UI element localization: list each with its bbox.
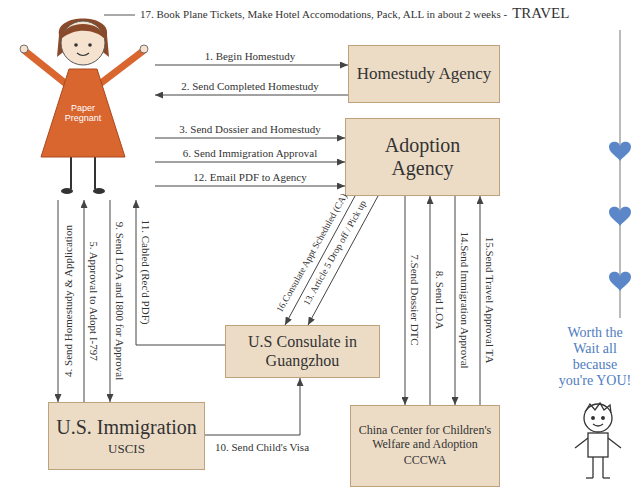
flow-arrow	[136, 200, 225, 345]
consulate-box: U.S Consulate in Guangzhou	[225, 325, 380, 378]
step-label: 7.Send Dossier DTC	[409, 254, 421, 345]
box-title: Adoption Agency	[352, 134, 493, 180]
step-label: 9. Send LOA and I800 for Approval	[114, 222, 126, 381]
box-title: Homestudy Agency	[357, 64, 492, 84]
travel-note: 17. Book Plane Tickets, Make Hotel Accom…	[140, 5, 569, 22]
paper-pregnant-figure: Paper Pregnant	[15, 5, 155, 200]
flow-arrow	[430, 196, 431, 405]
immigration-box: U.S. ImmigrationUSCIS	[48, 402, 205, 470]
step-label: 4. Send Homestudy & Application	[62, 225, 74, 377]
step-label: 15.Send Travel Approval TA	[484, 237, 496, 364]
travel-line	[620, 30, 621, 318]
step-label: 10. Send Child's Visa	[215, 441, 309, 453]
heart-icons	[609, 142, 631, 291]
flow-arrow	[285, 196, 355, 325]
flow-arrow	[155, 95, 348, 96]
step-label: 5. Approval to Adopt I-797	[88, 241, 100, 360]
dress-text: Paper Pregnant	[53, 103, 113, 124]
flow-arrow	[405, 196, 406, 405]
flow-arrow	[155, 186, 345, 187]
agency-box: Homestudy Agency	[348, 45, 500, 103]
flow-arrow	[84, 200, 85, 402]
box-title: China Center for Children's Welfare and …	[357, 424, 493, 452]
step-label: 11. Cabled (Rec'd PDF)	[140, 220, 152, 325]
center-box: China Center for Children's Welfare and …	[350, 405, 500, 487]
step-label: 14.Send Immigration Approval	[459, 231, 471, 368]
flow-arrow	[455, 196, 456, 405]
flow-arrow	[205, 378, 300, 435]
step-note: 17. Book Plane Tickets, Make Hotel Accom…	[140, 8, 507, 21]
flow-arrow	[58, 200, 59, 402]
leader-line	[104, 15, 135, 16]
step-label: 2. Send Completed Homestudy	[181, 80, 319, 92]
flow-arrow	[110, 200, 111, 402]
box-title: U.S Consulate in Guangzhou	[232, 333, 373, 370]
girl-figure	[20, 19, 148, 195]
flow-arrow	[155, 162, 345, 163]
step-label: 1. Begin Homestudy	[205, 50, 296, 62]
boy-figure	[575, 403, 621, 478]
flow-arrow	[308, 196, 378, 325]
box-subtitle: CCCWA	[404, 454, 447, 468]
flow-arrow	[480, 196, 481, 405]
closing-note: Worth the Wait all because you're YOU!	[554, 325, 636, 389]
worth-note: Worth the Wait all because you're YOU!	[554, 325, 636, 389]
agency-box: Adoption Agency	[345, 118, 500, 196]
step-label: 12. Email PDF to Agency	[193, 171, 306, 183]
step-label: 6. Send Immigration Approval	[183, 147, 317, 159]
step-label: 8. Send LOA	[434, 271, 446, 329]
flow-arrow	[155, 65, 348, 66]
box-subtitle: USCIS	[108, 442, 145, 457]
box-title: U.S. Immigration	[56, 416, 197, 439]
travel-word: TRAVEL	[512, 5, 569, 22]
flow-arrow	[155, 138, 345, 139]
step-label: 3. Send Dossier and Homestudy	[179, 123, 320, 135]
